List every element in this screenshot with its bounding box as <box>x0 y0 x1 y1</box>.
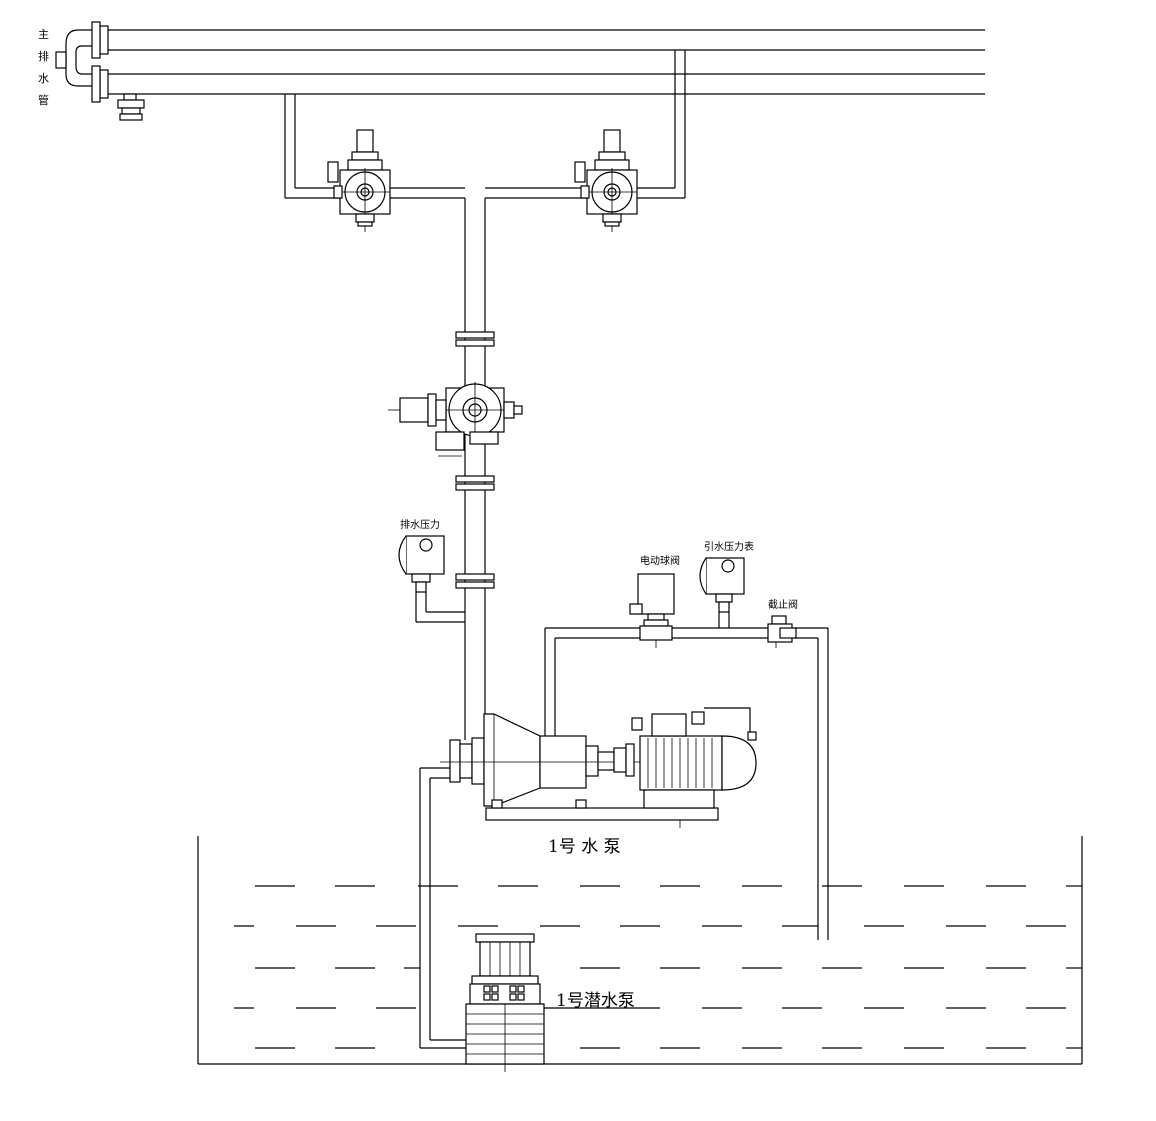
motorized-valve-upper-right <box>574 129 638 232</box>
main-pipe-label-char-2: 排 <box>38 49 49 63</box>
submersible-pump-1 <box>465 933 545 1072</box>
water-sump <box>197 836 1083 1065</box>
electric-ball-valve-label: 电动球阀 <box>640 554 680 567</box>
main-pipe-label: 主 排 水 管 <box>38 28 49 107</box>
main-drainage-pipes <box>55 21 985 121</box>
main-pipe-label-char-4: 管 <box>38 93 49 107</box>
discharge-pressure-label: 排水压力 <box>400 518 440 531</box>
stop-valve-label: 截止阀 <box>768 598 798 611</box>
priming-pressure-gauge: 引水压力表 <box>699 540 754 628</box>
motorized-valve-upper-left <box>327 129 391 232</box>
stop-valve: 截止阀 <box>767 598 798 648</box>
pump-1 <box>440 707 757 828</box>
discharge-pressure-gauge: 排水压力 <box>398 518 465 623</box>
electric-ball-valve: 电动球阀 <box>629 554 680 648</box>
suction-pipe <box>419 767 466 1049</box>
main-pipe-label-char-3: 水 <box>38 72 49 85</box>
priming-pressure-gauge-label: 引水压力表 <box>704 540 754 553</box>
motorized-valve-central <box>388 382 523 457</box>
submersible-pump-1-label: 1号潜水泵 <box>556 991 635 1011</box>
main-pipe-label-char-1: 主 <box>38 28 49 41</box>
branch-pipes <box>284 50 686 740</box>
pump-1-label: 1号 水 泵 <box>548 837 621 857</box>
